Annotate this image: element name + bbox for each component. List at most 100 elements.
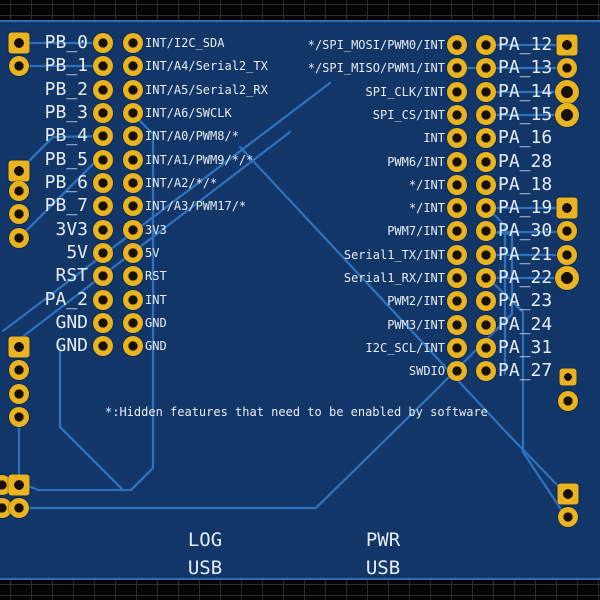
- through-hole-pad[interactable]: [447, 268, 467, 288]
- through-hole-pad[interactable]: [476, 245, 496, 265]
- through-hole-pad[interactable]: [555, 103, 579, 127]
- pin-name: PA_12: [498, 34, 553, 55]
- through-hole-pad[interactable]: [447, 105, 467, 125]
- pin-name: PA_24: [498, 314, 553, 335]
- through-hole-pad[interactable]: [9, 407, 29, 427]
- through-hole-pad[interactable]: [555, 80, 579, 104]
- through-hole-pad[interactable]: [93, 33, 113, 53]
- pcb-board: *:Hidden features that need to be enable…: [0, 20, 600, 580]
- through-hole-pad[interactable]: [447, 315, 467, 335]
- through-hole-pad[interactable]: [556, 34, 578, 56]
- through-hole-pad[interactable]: [123, 313, 143, 333]
- through-hole-pad[interactable]: [123, 196, 143, 216]
- pin-name: PB_4: [44, 125, 88, 146]
- through-hole-pad[interactable]: [476, 291, 496, 311]
- pin-name: PA_31: [498, 337, 553, 358]
- through-hole-pad[interactable]: [476, 361, 496, 381]
- pin-function: 3V3: [145, 223, 167, 237]
- through-hole-pad[interactable]: [447, 198, 467, 218]
- through-hole-pad[interactable]: [123, 80, 143, 100]
- through-hole-pad[interactable]: [556, 197, 578, 219]
- through-hole-pad[interactable]: [8, 336, 30, 358]
- through-hole-pad[interactable]: [447, 291, 467, 311]
- through-hole-pad[interactable]: [123, 56, 143, 76]
- through-hole-pad[interactable]: [476, 338, 496, 358]
- through-hole-pad[interactable]: [93, 126, 113, 146]
- through-hole-pad[interactable]: [558, 391, 578, 411]
- through-hole-pad[interactable]: [93, 220, 113, 240]
- through-hole-pad[interactable]: [447, 58, 467, 78]
- through-hole-pad[interactable]: [476, 58, 496, 78]
- through-hole-pad[interactable]: [8, 32, 30, 54]
- through-hole-pad[interactable]: [93, 80, 113, 100]
- through-hole-pad[interactable]: [476, 268, 496, 288]
- through-hole-pad[interactable]: [447, 361, 467, 381]
- through-hole-pad[interactable]: [123, 103, 143, 123]
- through-hole-pad[interactable]: [93, 313, 113, 333]
- through-hole-pad[interactable]: [447, 35, 467, 55]
- through-hole-pad[interactable]: [557, 58, 577, 78]
- through-hole-pad[interactable]: [447, 221, 467, 241]
- through-hole-pad[interactable]: [476, 221, 496, 241]
- through-hole-pad[interactable]: [93, 173, 113, 193]
- through-hole-pad[interactable]: [93, 196, 113, 216]
- through-hole-pad[interactable]: [9, 56, 29, 76]
- through-hole-pad[interactable]: [9, 360, 29, 380]
- through-hole-pad[interactable]: [476, 35, 496, 55]
- pin-function: */INT: [408, 201, 445, 215]
- through-hole-pad[interactable]: [9, 181, 29, 201]
- through-hole-pad[interactable]: [447, 338, 467, 358]
- through-hole-pad[interactable]: [9, 228, 29, 248]
- pin-function: PWM3/INT: [387, 318, 445, 332]
- through-hole-pad[interactable]: [8, 160, 30, 182]
- through-hole-pad[interactable]: [93, 243, 113, 263]
- through-hole-pad[interactable]: [93, 56, 113, 76]
- through-hole-pad[interactable]: [557, 245, 577, 265]
- copper-trace: [19, 130, 292, 340]
- through-hole-pad[interactable]: [9, 204, 29, 224]
- through-hole-pad[interactable]: [93, 103, 113, 123]
- pwr-usb-label-line2: USB: [365, 557, 401, 579]
- through-hole-pad[interactable]: [123, 336, 143, 356]
- pin-name: GND: [55, 335, 88, 356]
- through-hole-pad[interactable]: [123, 33, 143, 53]
- pin-name: PB_6: [44, 172, 88, 193]
- through-hole-pad[interactable]: [123, 243, 143, 263]
- through-hole-pad[interactable]: [93, 336, 113, 356]
- through-hole-pad[interactable]: [9, 498, 29, 518]
- through-hole-pad[interactable]: [447, 175, 467, 195]
- through-hole-pad[interactable]: [8, 474, 30, 496]
- pin-name: PB_1: [44, 55, 88, 76]
- through-hole-pad[interactable]: [476, 152, 496, 172]
- through-hole-pad[interactable]: [476, 315, 496, 335]
- pin-function: PWM7/INT: [387, 224, 445, 238]
- through-hole-pad[interactable]: [447, 152, 467, 172]
- pin-function: INT/A0/PWM8/*: [145, 129, 239, 143]
- through-hole-pad[interactable]: [558, 507, 578, 527]
- through-hole-pad[interactable]: [555, 266, 579, 290]
- through-hole-pad[interactable]: [476, 105, 496, 125]
- through-hole-pad[interactable]: [123, 173, 143, 193]
- through-hole-pad[interactable]: [123, 266, 143, 286]
- through-hole-pad[interactable]: [557, 221, 577, 241]
- through-hole-pad[interactable]: [559, 368, 577, 386]
- through-hole-pad[interactable]: [123, 220, 143, 240]
- through-hole-pad[interactable]: [557, 483, 579, 505]
- through-hole-pad[interactable]: [123, 290, 143, 310]
- through-hole-pad[interactable]: [123, 126, 143, 146]
- through-hole-pad[interactable]: [447, 128, 467, 148]
- copper-traces: [1, 41, 566, 516]
- through-hole-pad[interactable]: [476, 82, 496, 102]
- through-hole-pad[interactable]: [476, 175, 496, 195]
- through-hole-pad[interactable]: [93, 290, 113, 310]
- through-hole-pad[interactable]: [93, 150, 113, 170]
- through-hole-pad[interactable]: [476, 198, 496, 218]
- through-hole-pad[interactable]: [447, 82, 467, 102]
- pin-name: PB_3: [44, 102, 88, 123]
- through-hole-pad[interactable]: [9, 384, 29, 404]
- through-hole-pad[interactable]: [447, 245, 467, 265]
- through-hole-pad[interactable]: [476, 128, 496, 148]
- through-hole-pad[interactable]: [93, 266, 113, 286]
- pin-function: I2C_SCL/INT: [365, 341, 445, 355]
- through-hole-pad[interactable]: [123, 150, 143, 170]
